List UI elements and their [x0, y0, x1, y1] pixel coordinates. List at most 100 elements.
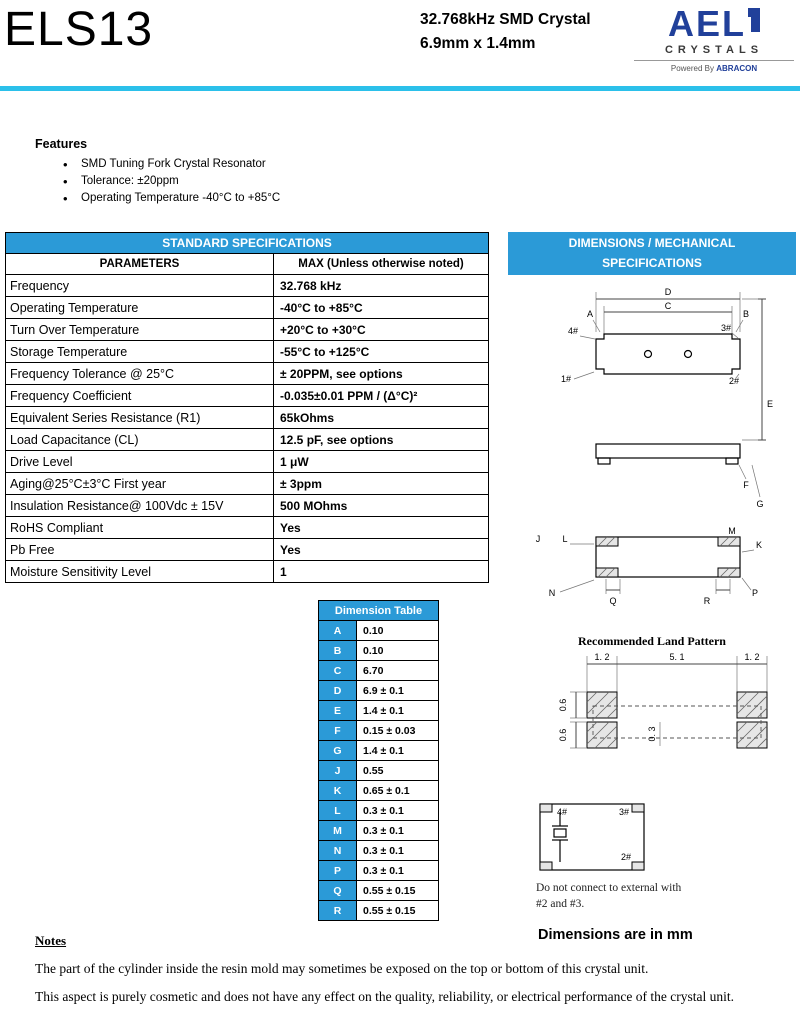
dim-label-a: A: [587, 309, 593, 319]
spec-table-title: STANDARD SPECIFICATIONS: [5, 232, 489, 254]
table-row: Frequency Tolerance @ 25°C± 20PPM, see o…: [5, 362, 489, 385]
spec-param: Equivalent Series Resistance (R1): [5, 406, 274, 429]
land-dim-v-bottom: 0.6: [558, 729, 568, 742]
crystal-symbol: [552, 812, 568, 862]
ael-logo-crystals-text: CRYSTALS: [634, 44, 794, 61]
pad-note-line-1: Do not connect to external with: [536, 882, 682, 894]
dim-value: 0.10: [356, 640, 439, 661]
powered-by-label: Powered By: [670, 64, 714, 73]
feature-item: Operating Temperature -40°C to +85°C: [63, 191, 280, 206]
spec-value: -55°C to +125°C: [273, 340, 489, 363]
dim-value: 1.4 ± 0.1: [356, 740, 439, 761]
spec-col-header-max: MAX (Unless otherwise noted): [273, 253, 489, 275]
dim-value: 0.55: [356, 760, 439, 781]
spec-param: Aging@25°C±3°C First year: [5, 472, 274, 495]
spec-param: RoHS Compliant: [5, 516, 274, 539]
dimensions-header-line-2: SPECIFICATIONS: [602, 255, 702, 270]
features-section: Features SMD Tuning Fork Crystal Resonat…: [35, 137, 280, 209]
spec-param: Frequency Tolerance @ 25°C: [5, 362, 274, 385]
dim-key: N: [318, 840, 357, 861]
pin-label-2: 2#: [729, 376, 739, 386]
dim-key: A: [318, 620, 357, 641]
dim-value: 0.3 ± 0.1: [356, 860, 439, 881]
spec-value: 1 μW: [273, 450, 489, 473]
dim-key: J: [318, 760, 357, 781]
land-dim-right: 1. 2: [744, 652, 759, 662]
spec-value: ± 3ppm: [273, 472, 489, 495]
dimension-table-title: Dimension Table: [318, 600, 439, 621]
crystal-side-foot: [725, 457, 739, 465]
spec-param: Storage Temperature: [5, 340, 274, 363]
dim-key: R: [318, 900, 357, 921]
table-row: Equivalent Series Resistance (R1)65kOhms: [5, 406, 489, 429]
dim-key: B: [318, 640, 357, 661]
dim-value: 1.4 ± 0.1: [356, 700, 439, 721]
pin-label-4: 4#: [568, 326, 578, 336]
abracon-brand: ABRACON: [716, 64, 758, 73]
dimensions-panel-header: DIMENSIONS / MECHANICAL SPECIFICATIONS: [508, 232, 796, 275]
dim-label-e: E: [767, 399, 773, 409]
dim-label-r: R: [704, 596, 711, 606]
spec-value: 65kOhms: [273, 406, 489, 429]
spec-param: Insulation Resistance@ 100Vdc ± 15V: [5, 494, 274, 517]
note-paragraph-2: This aspect is purely cosmetic and does …: [35, 989, 734, 1004]
dim-value: 6.9 ± 0.1: [356, 680, 439, 701]
pad-diagram-outline: [539, 803, 645, 871]
side-view-drawing: F G: [595, 443, 764, 509]
spec-value: 500 MOhms: [273, 494, 489, 517]
crystal-side-foot: [597, 457, 611, 465]
spec-param: Pb Free: [5, 538, 274, 561]
product-subtitle: 32.768kHz SMD Crystal 6.9mm x 1.4mm: [420, 8, 591, 56]
pin-label-3: 3#: [721, 323, 731, 333]
dim-label-m: M: [728, 526, 736, 536]
dim-key: K: [318, 780, 357, 801]
spec-param: Frequency: [5, 274, 274, 297]
dim-label-n: N: [549, 588, 556, 598]
dim-label-d: D: [665, 287, 672, 297]
spec-value: ± 20PPM, see options: [273, 362, 489, 385]
table-row: Aging@25°C±3°C First year± 3ppm: [5, 472, 489, 495]
pad-connection-diagram: 4# 3# 2#: [539, 803, 645, 871]
dim-label-g: G: [756, 499, 763, 509]
dim-label-f: F: [743, 480, 749, 490]
pad-pin-label-4: 4#: [557, 807, 567, 817]
units-note: Dimensions are in mm: [538, 927, 693, 943]
dim-key: M: [318, 820, 357, 841]
feature-item: SMD Tuning Fork Crystal Resonator: [63, 157, 280, 172]
subtitle-line-1: 32.768kHz SMD Crystal: [420, 11, 591, 28]
crystal-side-body: [595, 443, 741, 459]
dim-label-q: Q: [609, 596, 616, 606]
spec-param: Frequency Coefficient: [5, 384, 274, 407]
dim-value: 6.70: [356, 660, 439, 681]
dim-label-k: K: [756, 540, 762, 550]
dim-label-p: P: [752, 588, 758, 598]
dim-key: E: [318, 700, 357, 721]
spec-value: 32.768 kHz: [273, 274, 489, 297]
spec-value: 1: [273, 560, 489, 583]
pin-label-1: 1#: [561, 374, 571, 384]
dim-key: Q: [318, 880, 357, 901]
land-dim-v-top: 0.6: [558, 699, 568, 712]
spec-param: Drive Level: [5, 450, 274, 473]
spec-col-header-parameters: PARAMETERS: [5, 253, 274, 275]
pad-connection-note: Do not connect to external with #2 and #…: [536, 880, 681, 912]
land-dim-v-gap: 0. 3: [647, 726, 657, 741]
dim-key: P: [318, 860, 357, 881]
crystal-bottom-outline: [595, 536, 741, 578]
dim-key: L: [318, 800, 357, 821]
